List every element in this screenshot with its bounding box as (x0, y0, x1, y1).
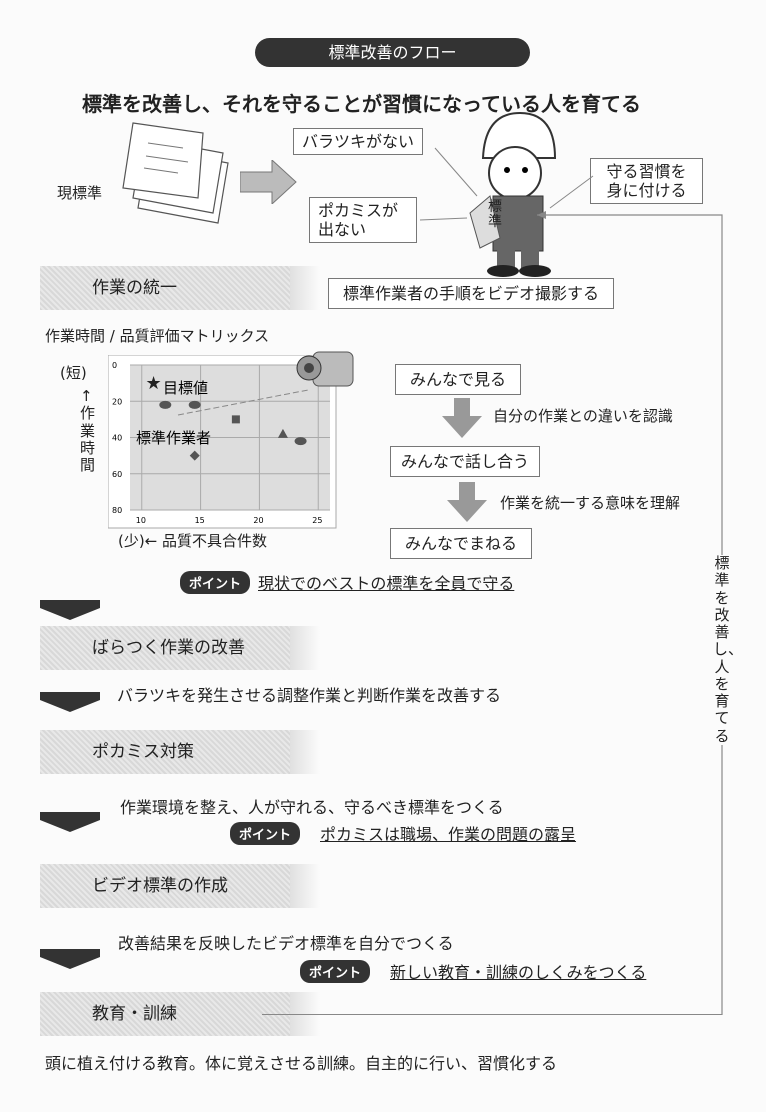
bubble-no-mistakes: ポカミスが出ない (309, 197, 417, 244)
flow-discuss-note: 作業を統一する意味を理解 (500, 494, 681, 512)
y-tick-label: 80 (112, 506, 122, 515)
loop-line (537, 211, 723, 1015)
point-text-2: ポカミスは職場、作業の問題の露呈 (320, 825, 577, 844)
point-badge: ポイント (300, 960, 371, 983)
y-tick-label: 0 (112, 361, 117, 370)
data-point-square (231, 415, 240, 424)
matrix-short-label: (短) (60, 364, 87, 382)
down-arrow-icon (40, 692, 100, 712)
flow-discuss: みんなで話し合う (390, 446, 541, 478)
data-point-circle (294, 437, 307, 446)
x-tick-label: 10 (136, 516, 146, 525)
matrix-y-label: ↑作業時間 (80, 387, 96, 474)
step-video-standard: ビデオ標準の作成 (40, 864, 320, 908)
flow-see-together: みんなで見る (395, 364, 522, 396)
flow-imitate: みんなでまねる (390, 528, 533, 560)
matrix-chart: 10 15 20 25 0 20 40 60 80 ★ 目標値 標準作業者 (108, 355, 337, 529)
step-education-desc: 頭に植え付ける教育。体に覚えさせる訓練。自主的に行い、習慣化する (45, 1054, 558, 1073)
step-mistake-proofing: ポカミス対策 (40, 730, 320, 774)
x-tick-label: 25 (312, 516, 322, 525)
page-title: 標準改善のフロー (255, 38, 530, 67)
step-video-desc: 改善結果を反映したビデオ標準を自分でつくる (118, 934, 454, 953)
step-unify-work: 作業の統一 (40, 266, 320, 310)
bubble-habit: 守る習慣を身に付ける (590, 158, 703, 205)
standard-worker-label: 標準作業者 (136, 429, 211, 447)
bubble-no-variation: バラツキがない (293, 128, 424, 156)
point-text-3: 新しい教育・訓練のしくみをつくる (390, 963, 647, 982)
step-mistake-desc: 作業環境を整え、人が守れる、守るべき標準をつくる (120, 798, 504, 817)
point-text-1: 現状でのベストの標準を全員で守る (258, 574, 515, 593)
x-tick-label: 20 (253, 516, 263, 525)
y-tick-label: 40 (112, 434, 122, 443)
current-standard-label: 現標準 (57, 184, 103, 202)
y-tick-label: 20 (112, 397, 122, 406)
point-badge: ポイント (230, 822, 301, 845)
down-arrow-icon (40, 812, 100, 832)
standard-doc-label: 標準 (488, 199, 502, 231)
step-education: 教育・訓練 (40, 992, 320, 1036)
right-arrow-icon (240, 160, 297, 204)
flow-see-note: 自分の作業との違いを認識 (493, 407, 673, 425)
matrix-x-label: (少)← 品質不具合件数 (118, 532, 268, 550)
data-point-diamond (189, 450, 200, 461)
data-point-circle (159, 400, 172, 409)
video-camera-icon (296, 351, 354, 387)
point-badge: ポイント (180, 571, 251, 594)
y-tick-label: 60 (112, 470, 122, 479)
data-point-triangle (277, 428, 288, 438)
x-tick-label: 15 (195, 516, 205, 525)
step-variation-desc: バラツキを発生させる調整作業と判断作業を改善する (117, 686, 502, 705)
down-arrow-icon (442, 398, 482, 438)
data-point-star: ★ (146, 373, 162, 394)
down-arrow-icon (40, 600, 100, 620)
matrix-title: 作業時間 / 品質評価マトリックス (45, 327, 270, 345)
worker-illustration (419, 111, 594, 277)
documents-icon (122, 122, 229, 224)
target-label: 目標値 (163, 379, 208, 397)
flow-video-record: 標準作業者の手順をビデオ撮影する (328, 278, 615, 310)
subtitle: 標準を改善し、それを守ることが習慣になっている人を育てる (82, 92, 641, 116)
step-variation: ばらつく作業の改善 (40, 626, 320, 670)
down-arrow-icon (40, 949, 100, 969)
loop-label: 標準を改善し、人を育てる (713, 554, 744, 745)
data-point-circle (188, 400, 201, 409)
loop-line-bottom (262, 1014, 722, 1015)
down-arrow-icon (447, 482, 487, 522)
